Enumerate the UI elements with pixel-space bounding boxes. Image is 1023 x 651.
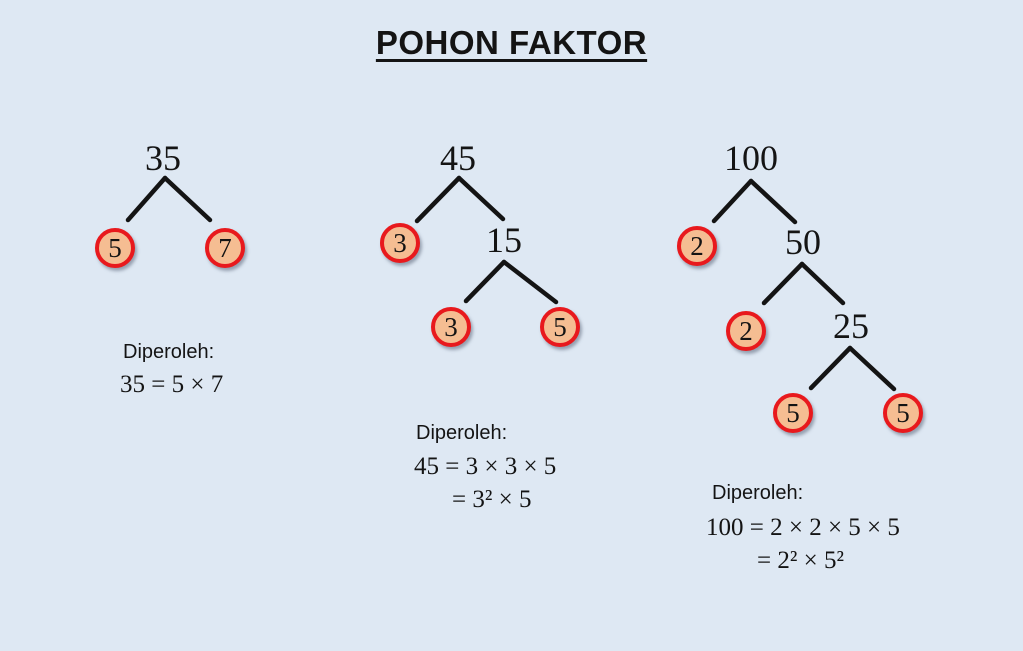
branch-line xyxy=(748,178,798,225)
branch-line xyxy=(456,175,506,222)
tree100-internal-number-25: 25 xyxy=(833,306,869,346)
branch-line xyxy=(501,259,559,305)
tree35-prime-circle-5: 5 xyxy=(95,228,135,268)
tree45-root-number: 45 xyxy=(440,138,476,178)
branch-line xyxy=(463,259,507,304)
tree100-root-number: 100 xyxy=(724,138,778,178)
branch-line xyxy=(847,345,897,392)
tree45-equation-2: = 3² × 5 xyxy=(452,486,532,513)
tree35-result-label: Diperoleh: xyxy=(123,341,215,363)
branch-line xyxy=(711,178,754,224)
tree100-equation-1: 100 = 2 × 2 × 5 × 5 xyxy=(706,514,900,541)
tree100-prime-circle-2b: 2 xyxy=(726,311,766,351)
branch-line xyxy=(162,175,213,223)
tree100-result-label: Diperoleh: xyxy=(712,482,804,504)
branch-line xyxy=(414,175,462,224)
branch-line xyxy=(125,175,168,223)
tree45-prime-circle-3b: 3 xyxy=(431,307,471,347)
branch-line xyxy=(799,261,846,306)
tree100-equation-2: = 2² × 5² xyxy=(757,547,844,574)
branch-line xyxy=(808,345,853,391)
tree100-prime-circle-2a: 2 xyxy=(677,226,717,266)
tree35-equation: 35 = 5 × 7 xyxy=(120,371,224,398)
tree100-internal-number-50: 50 xyxy=(785,222,821,262)
tree100-prime-circle-5a: 5 xyxy=(773,393,813,433)
branch-line xyxy=(761,261,805,306)
tree45-internal-number-15: 15 xyxy=(486,220,522,260)
tree45-equation-1: 45 = 3 × 3 × 5 xyxy=(414,453,557,480)
page-title: POHON FAKTOR xyxy=(375,24,648,61)
tree35-root-number: 35 xyxy=(145,138,181,178)
tree45-prime-circle-5: 5 xyxy=(540,307,580,347)
tree45-prime-circle-3a: 3 xyxy=(380,223,420,263)
tree45-result-label: Diperoleh: xyxy=(416,422,508,444)
tree35-prime-circle-7: 7 xyxy=(205,228,245,268)
tree100-prime-circle-5b: 5 xyxy=(883,393,923,433)
